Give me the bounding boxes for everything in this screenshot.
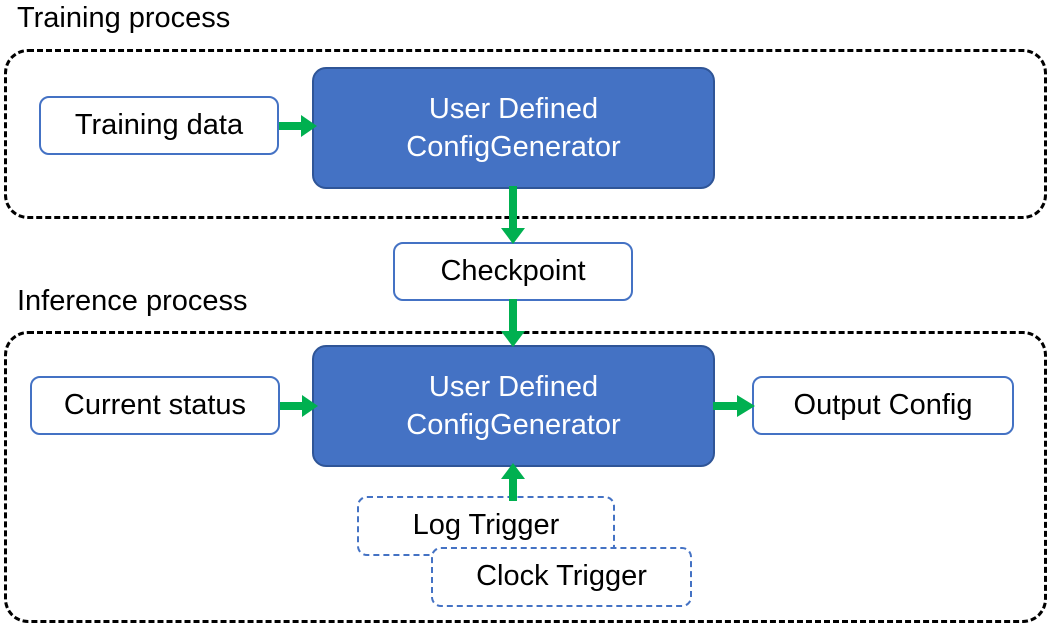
- inference-section-title: Inference process: [17, 285, 248, 317]
- clock-trigger-box[interactable]: Clock Trigger: [431, 547, 692, 607]
- arrow-right-current-status-to-process: [280, 392, 320, 420]
- log-trigger-box[interactable]: Log Trigger: [357, 496, 615, 556]
- current-status-box[interactable]: Current status: [30, 376, 280, 435]
- output-config-box[interactable]: Output Config: [752, 376, 1014, 435]
- inference-process-container: [4, 331, 1047, 623]
- arrow-down-training-process-to-checkpoint: [498, 186, 528, 246]
- training-config-generator-line2: ConfigGenerator: [406, 131, 621, 163]
- current-status-label: Current status: [63, 388, 247, 421]
- log-trigger-label: Log Trigger: [412, 509, 560, 542]
- training-config-generator-box[interactable]: User Defined ConfigGenerator: [312, 67, 715, 189]
- training-config-generator-line1: User Defined: [428, 92, 599, 125]
- inference-config-generator-box[interactable]: User Defined ConfigGenerator: [312, 345, 715, 467]
- arrow-right-training-data-to-process: [279, 112, 319, 140]
- checkpoint-label: Checkpoint: [440, 254, 586, 287]
- arrow-right-process-to-output-config: [713, 392, 757, 420]
- training-data-label: Training data: [74, 108, 244, 141]
- arrow-up-trigger-to-inference-process: [498, 463, 528, 501]
- training-section-title: Training process: [17, 2, 231, 34]
- checkpoint-box[interactable]: Checkpoint: [393, 242, 633, 301]
- inference-config-generator-line1: User Defined: [428, 370, 599, 403]
- output-config-label: Output Config: [793, 388, 973, 421]
- training-process-container: [4, 49, 1047, 219]
- arrow-down-checkpoint-to-inference-process: [498, 299, 528, 349]
- training-data-box[interactable]: Training data: [39, 96, 279, 155]
- clock-trigger-label: Clock Trigger: [476, 560, 647, 593]
- inference-config-generator-line2: ConfigGenerator: [406, 409, 621, 441]
